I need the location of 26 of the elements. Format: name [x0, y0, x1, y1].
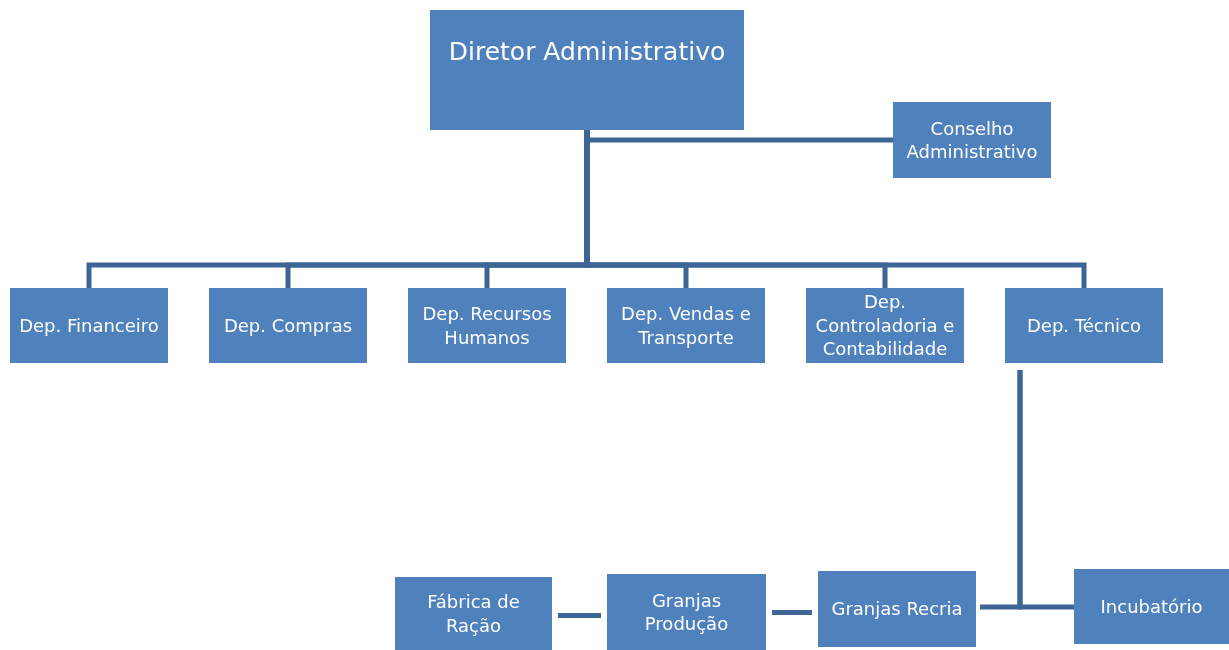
org-box	[430, 10, 744, 130]
org-box	[893, 102, 1051, 178]
box-label: Dep. Recursos Humanos	[421, 302, 553, 349]
box-label: Conselho Administrativo	[905, 116, 1039, 164]
org-box	[209, 288, 367, 363]
box-label: Diretor Administrativo	[448, 36, 726, 68]
org-box	[607, 574, 766, 650]
connector-line	[558, 613, 601, 618]
box-label: Dep. Controladoria e Contabilidade	[814, 290, 956, 361]
org-box	[408, 288, 566, 363]
box-label: Granjas Produção	[643, 588, 730, 636]
box-label: Incubatório	[1100, 594, 1203, 619]
org-box	[607, 288, 765, 363]
box-label: Fábrica de Ração	[426, 590, 521, 637]
box-label: Granjas Recria	[831, 597, 963, 621]
connector-line	[772, 610, 812, 615]
box-label: Dep. Compras	[223, 313, 353, 338]
box-label: Dep. Financeiro	[19, 313, 159, 338]
org-box	[818, 571, 976, 647]
org-box	[1005, 288, 1163, 363]
org-box	[1074, 569, 1229, 644]
box-label: Dep. Vendas e Transporte	[620, 302, 752, 349]
org-box	[10, 288, 168, 363]
org-box	[395, 577, 552, 650]
box-label: Dep. Técnico	[1027, 313, 1141, 338]
connector-line	[1017, 370, 1074, 610]
